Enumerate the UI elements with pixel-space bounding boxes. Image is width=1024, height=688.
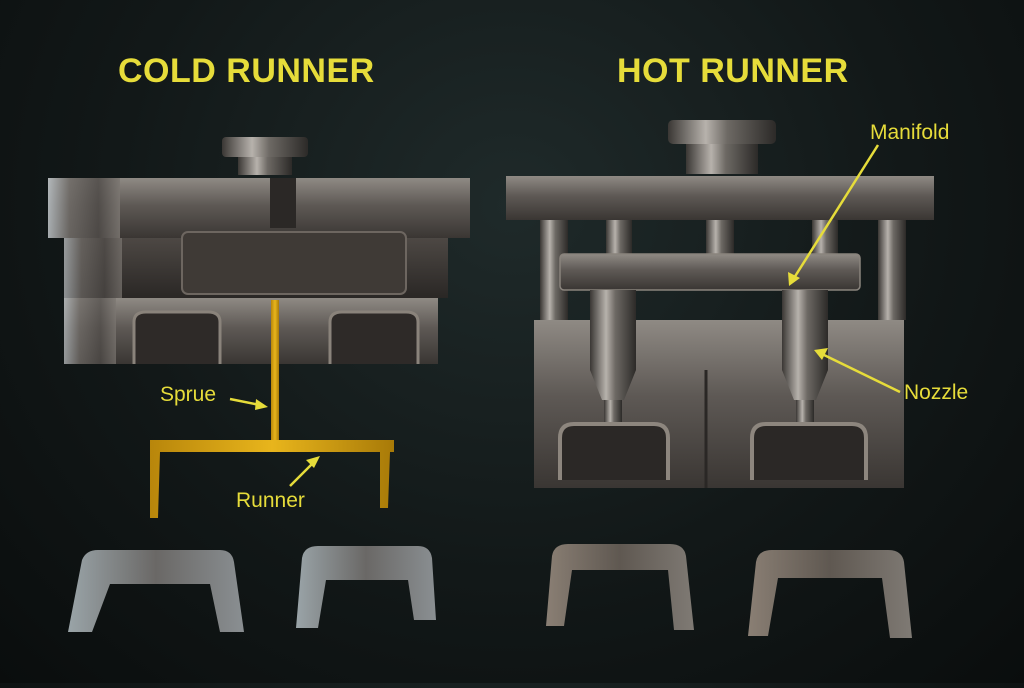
callout-arrows [229, 144, 901, 487]
hot-cavity-left [558, 422, 670, 480]
nozzle-arrow [821, 352, 901, 394]
sprue-arrowhead [255, 399, 268, 410]
sprue-solid [271, 300, 279, 440]
cold-cavity-plate-side [64, 238, 122, 298]
hot-molded-parts [546, 544, 912, 638]
cold-top-plate-side [48, 178, 120, 238]
cold-cavity-insert [181, 231, 407, 295]
sprue-label: Sprue [160, 383, 217, 406]
hot-locating-ring-neck [686, 144, 758, 174]
cold-cavity-left [132, 310, 222, 364]
hot-runner-mold [506, 120, 934, 488]
manifold-block [559, 253, 861, 291]
cold-top-clamp-plate [48, 178, 470, 238]
hot-part-right [748, 550, 912, 638]
manifold-arrow [792, 144, 880, 279]
runner-label: Runner [236, 489, 305, 512]
hot-part-left [546, 544, 694, 630]
runner-arrowhead [306, 456, 320, 468]
cold-part-left [68, 550, 244, 632]
manifold-label: Manifold [870, 121, 950, 144]
cold-sprue-channel-top [270, 178, 296, 228]
runner-arrow [289, 461, 315, 487]
cold-molded-parts [68, 546, 436, 632]
hot-nozzle-left [590, 290, 636, 424]
nozzle-arrowhead [814, 348, 828, 360]
cold-part-right [296, 546, 436, 628]
hot-cavity-right [750, 422, 868, 480]
cold-runner-title: COLD RUNNER [118, 52, 375, 90]
cold-cavity-right [328, 310, 420, 364]
runner-solid [150, 440, 394, 518]
manifold-arrowhead [788, 272, 800, 286]
hot-runner-title: HOT RUNNER [617, 52, 849, 90]
hot-top-clamp-plate [506, 176, 934, 220]
nozzle-label: Nozzle [904, 381, 969, 404]
cold-sprue-bushing-cap [222, 137, 308, 157]
hot-support-pillar [878, 220, 906, 320]
hot-locating-ring-cap [668, 120, 776, 144]
cold-sprue-bushing-neck [238, 157, 292, 175]
cold-runner-mold [48, 137, 470, 518]
sprue-arrow [229, 397, 261, 407]
cold-core-plate-side [64, 298, 116, 364]
